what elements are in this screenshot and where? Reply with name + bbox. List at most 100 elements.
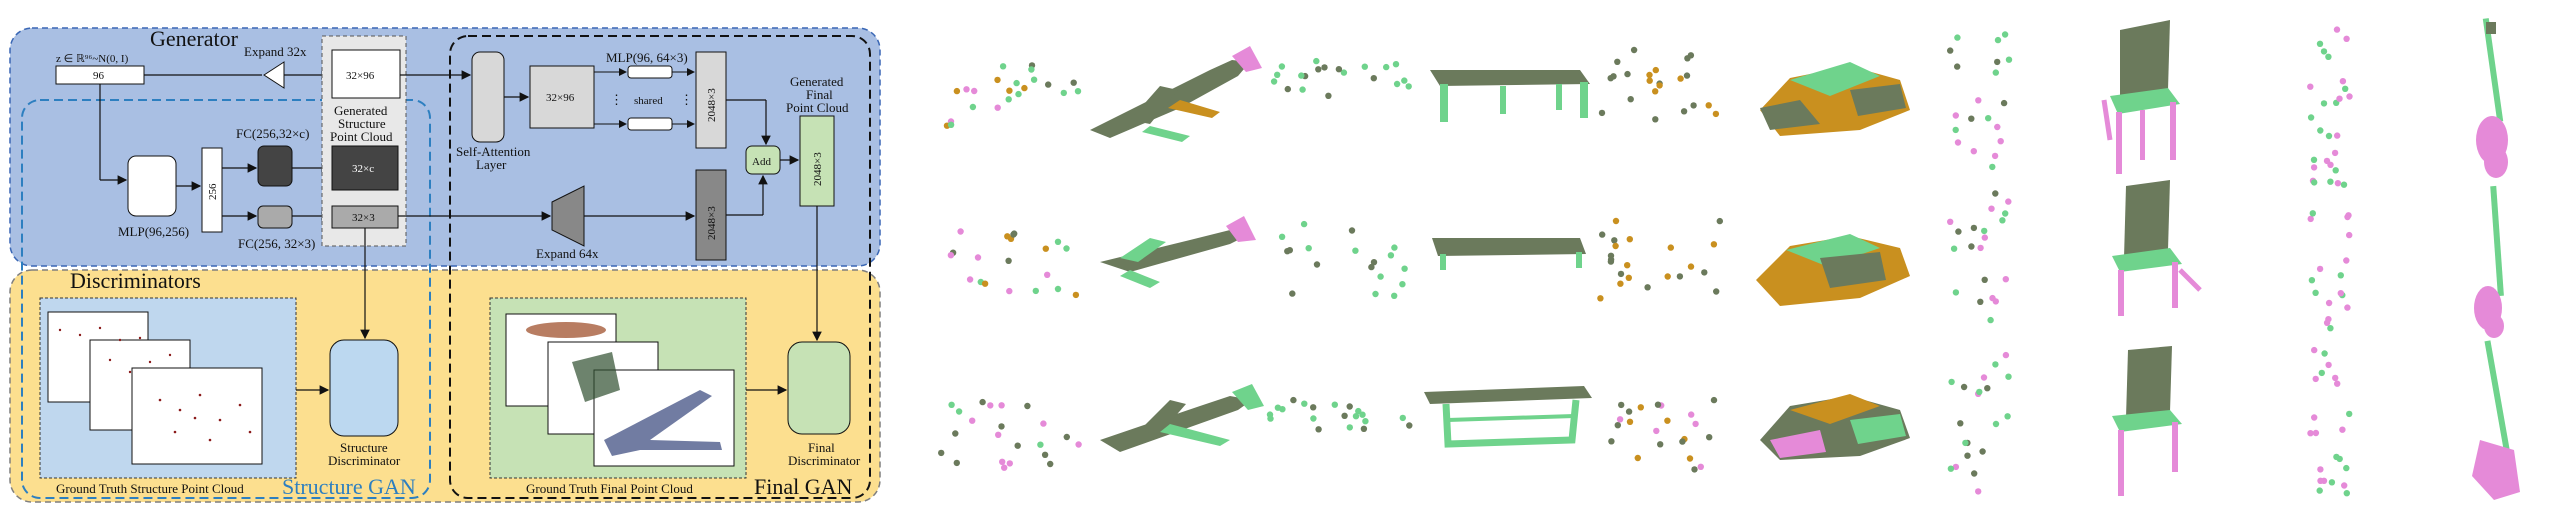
point — [1970, 148, 1978, 155]
point — [998, 423, 1005, 430]
point — [2343, 490, 2350, 497]
point — [1627, 96, 1634, 103]
point — [2318, 369, 2325, 377]
point — [1377, 273, 1384, 280]
point — [1644, 284, 1651, 291]
point — [1981, 227, 1988, 235]
point — [1617, 270, 1625, 278]
point — [1331, 401, 1339, 408]
point — [952, 430, 959, 437]
z-dim: 96 — [93, 70, 105, 82]
point — [1987, 316, 1994, 324]
point — [1691, 466, 1698, 473]
generator-title: Generator — [150, 26, 239, 51]
point — [2325, 53, 2332, 60]
point — [1947, 218, 1954, 225]
point — [1361, 63, 1369, 70]
shared-label: shared — [634, 95, 663, 107]
point — [1278, 63, 1286, 70]
point — [1955, 228, 1962, 235]
point — [1664, 417, 1671, 424]
point — [1370, 75, 1378, 82]
point — [2333, 453, 2340, 461]
point — [1054, 285, 1062, 293]
dim256-box — [201, 147, 223, 233]
point — [1950, 245, 1958, 252]
point — [1368, 263, 1375, 271]
point — [974, 254, 982, 261]
point — [1274, 71, 1281, 79]
point — [1975, 97, 1982, 104]
point — [1625, 408, 1633, 415]
chair-icon — [2112, 346, 2182, 496]
point — [1960, 383, 1968, 391]
point — [1677, 75, 1684, 82]
point — [2346, 231, 2353, 239]
point — [1393, 80, 1401, 88]
point — [1706, 434, 1713, 441]
point — [938, 449, 945, 457]
point — [1075, 441, 1082, 448]
point — [1315, 66, 1322, 73]
point — [2337, 290, 2344, 297]
point — [2309, 210, 2316, 217]
point — [1653, 427, 1660, 435]
fc-3-box — [257, 205, 293, 229]
point — [1300, 220, 1308, 228]
point — [1948, 378, 1955, 386]
generator-region — [9, 27, 881, 267]
final-sample-chair — [572, 352, 620, 402]
final-disc-label-1: Final — [808, 440, 835, 455]
gen-structure-label-3: Point Cloud — [330, 129, 393, 144]
point — [1989, 163, 1996, 171]
point — [2337, 272, 2344, 279]
point — [1015, 90, 1022, 98]
point — [1992, 361, 1999, 368]
point — [1599, 231, 1606, 238]
point — [1352, 413, 1360, 420]
point — [2005, 56, 2013, 63]
point — [1598, 109, 1606, 117]
point — [2005, 373, 2012, 380]
point — [1611, 237, 1618, 244]
point — [1654, 401, 1662, 408]
z-label: z ∈ ℝ⁹⁶~N(0, I) — [56, 53, 129, 65]
point — [953, 459, 960, 467]
point — [969, 103, 977, 111]
dots-right: ⋮ — [680, 92, 693, 107]
point — [1962, 439, 1969, 447]
structure-disc-label-1: Structure — [340, 440, 388, 455]
point — [999, 63, 1007, 70]
point — [1006, 287, 1013, 295]
point — [1657, 441, 1664, 448]
point — [1278, 233, 1286, 240]
point — [2323, 319, 2331, 326]
point — [2325, 299, 2333, 307]
point — [1616, 416, 1624, 423]
point — [1977, 298, 1984, 305]
point — [1646, 77, 1653, 84]
point — [1032, 287, 1040, 295]
point — [1301, 400, 1308, 407]
point — [1618, 401, 1625, 409]
expand32-label: Expand 32x — [244, 44, 307, 59]
point — [2340, 181, 2348, 188]
point — [1952, 289, 1960, 296]
point — [1625, 274, 1633, 281]
point — [1994, 36, 2002, 44]
point — [1952, 126, 1959, 134]
point — [1713, 288, 1720, 295]
point — [1683, 72, 1691, 79]
point — [1634, 454, 1642, 462]
structure-discriminator-box — [329, 339, 399, 437]
point — [966, 276, 974, 283]
point — [1006, 87, 1013, 94]
point — [1391, 244, 1398, 251]
point — [1014, 442, 1021, 449]
point — [1401, 77, 1408, 84]
box-2048x3-final-label: 2048×3 — [812, 152, 824, 186]
guitar-icon — [2472, 340, 2520, 500]
point — [1041, 451, 1049, 458]
point — [2333, 26, 2341, 33]
point — [1005, 257, 1012, 264]
